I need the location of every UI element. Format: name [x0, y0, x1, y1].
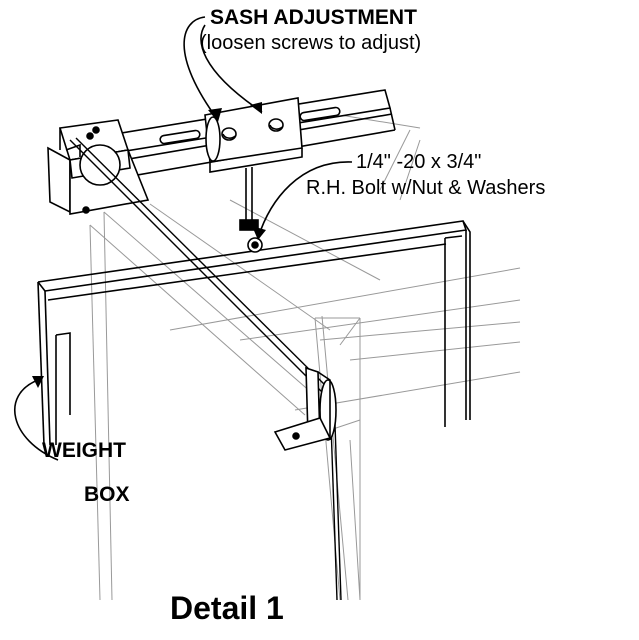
corner-pulley-box — [47, 119, 150, 215]
weight-label: WEIGHT — [42, 439, 126, 462]
lower-pulley — [273, 366, 337, 451]
detail-caption: Detail 1 — [170, 590, 284, 626]
window-frame — [37, 220, 471, 446]
sash-adjustment-label: SASH ADJUSTMENT — [210, 6, 417, 29]
bolt-spec-line2: R.H. Bolt w/Nut & Washers — [306, 177, 546, 199]
arrow-heads — [32, 102, 266, 388]
leader-arrows — [13, 16, 353, 461]
box-label: BOX — [84, 483, 130, 506]
sash-bracket — [204, 97, 303, 173]
hanger-rod — [239, 167, 263, 253]
bolt-spec-line1: 1/4" -20 x 3/4" — [356, 151, 482, 173]
loosen-screws-note: (loosen screws to adjust) — [200, 32, 422, 54]
